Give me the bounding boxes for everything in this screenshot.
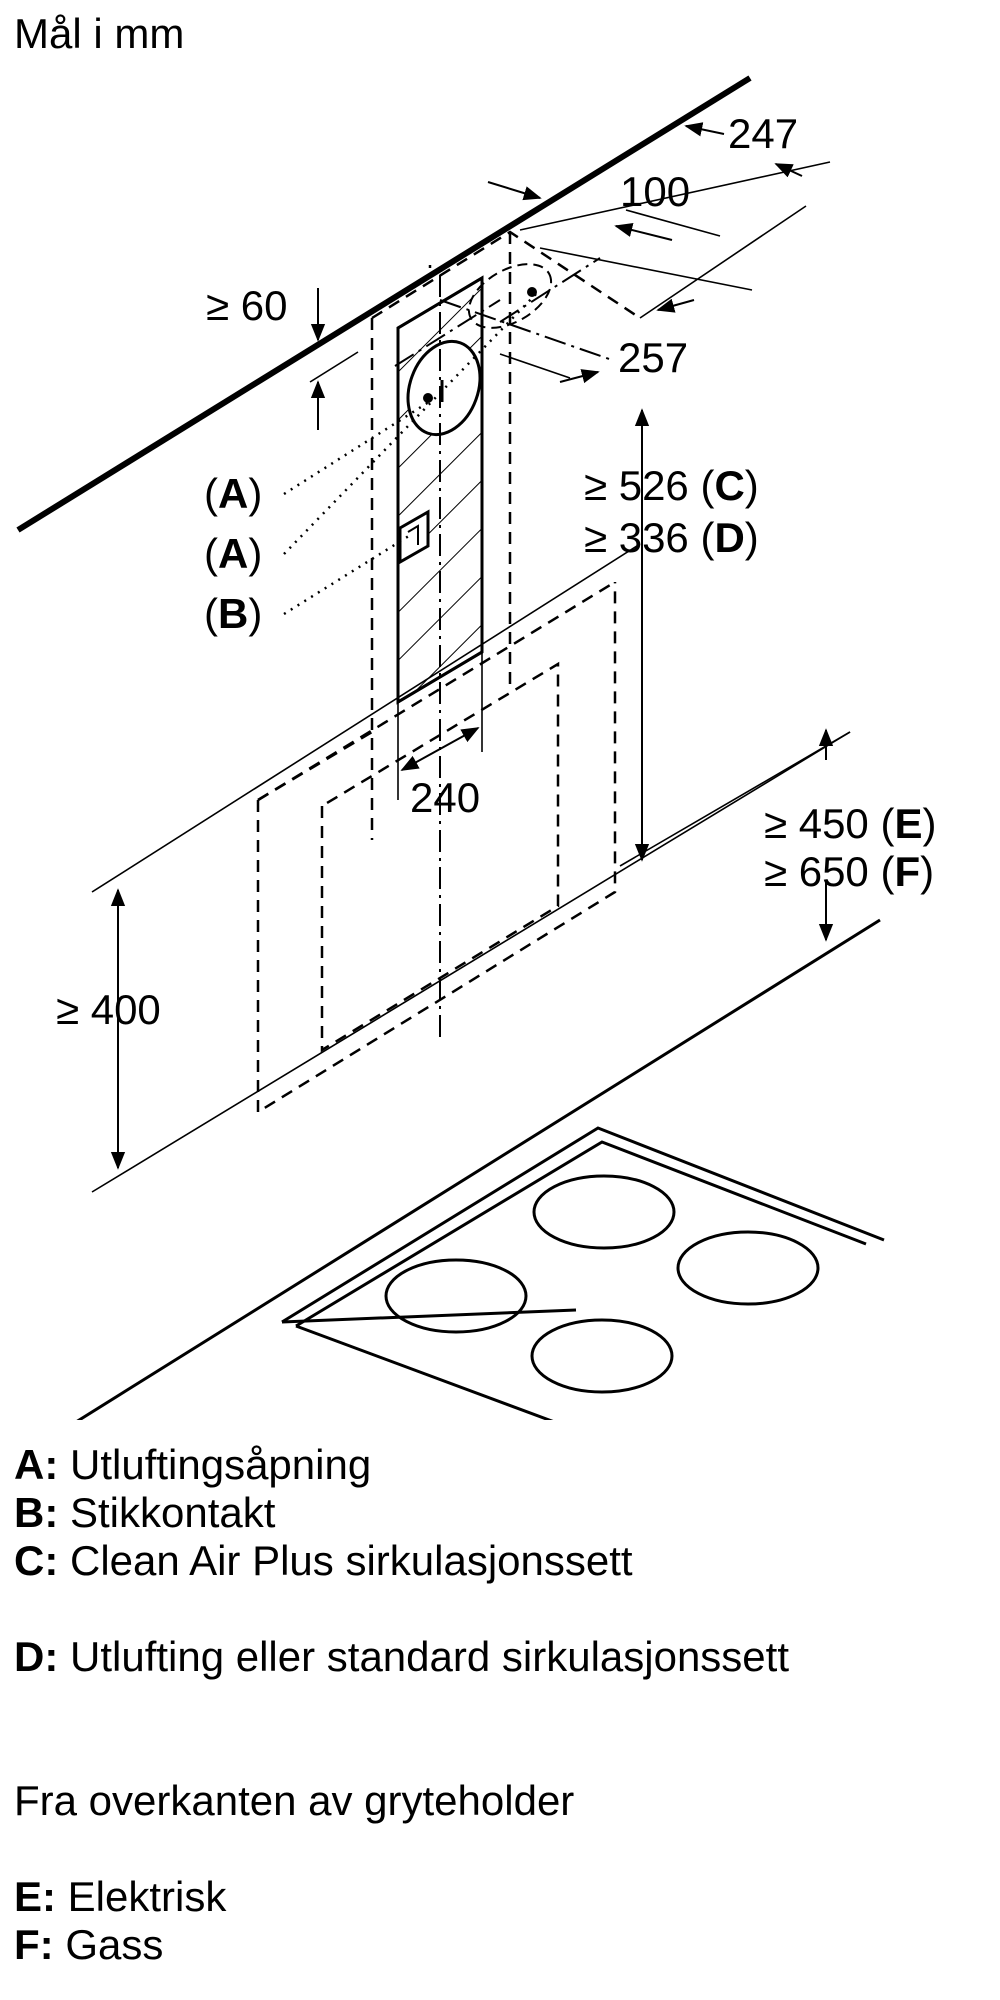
callout-e: E [894,800,922,847]
legend-item-b: B: Stikkontakt [14,1488,275,1538]
legend-key: B: [14,1489,59,1536]
ceiling-line [16,75,752,533]
legend-text: Utlufting eller standard sirkulasjonsset… [70,1633,790,1680]
legend-key: F: [14,1921,54,1968]
dim-336-d: ≥ 336 (D) [584,514,759,561]
extension-lines [91,161,851,1193]
page-title: Mål i mm [14,10,185,57]
callout-a1-label: (A) [204,470,262,517]
burner [676,1230,820,1306]
cooktop [76,918,885,1420]
dim-336: ≥ 336 [584,514,689,561]
callout-b: B [218,590,248,637]
callout-c: C [714,462,744,509]
dim-450: ≥ 450 [764,800,869,847]
burner [384,1258,528,1334]
installation-diagram: 247 100 ≥ 60 257 ≥ 526 (C) ≥ 336 (D) 240… [16,75,936,1420]
leader-lines [283,293,537,616]
legend-item-e: E: Elektrisk [14,1872,226,1922]
callout-a2-label: (A) [204,530,262,577]
legend-key: D: [14,1633,59,1680]
legend-key: A: [14,1441,59,1488]
dim-257: 257 [618,334,688,381]
legend-item-c: C: Clean Air Plus sirkulasjonssett [14,1536,633,1586]
dimension-arrows [110,122,834,1170]
legend-text: Utluftingsåpning [70,1441,372,1488]
legend-text: Stikkontakt [70,1489,276,1536]
legend-item-f: F: Gass [14,1920,163,1970]
dim-650: ≥ 650 [764,848,869,895]
note-text: Fra overkanten av gryteholder [14,1777,575,1824]
legend-text: Elektrisk [67,1873,227,1920]
dim-60: ≥ 60 [206,282,287,329]
dim-247: 247 [728,110,798,157]
burner [530,1318,674,1394]
dim-650-f: ≥ 650 (F) [764,848,934,895]
legend-item-d: D: Utlufting eller standard sirkulasjons… [14,1632,789,1682]
hood-outline [256,580,617,1115]
legend-key: E: [14,1873,56,1920]
dim-526: ≥ 526 [584,462,689,509]
socket [398,509,430,565]
callout-a1: A [218,470,248,517]
chimney-top-outline [370,230,641,840]
callout-d: D [714,514,744,561]
dim-240: 240 [410,774,480,821]
legend-text: Gass [65,1921,164,1968]
dim-400: ≥ 400 [56,986,161,1033]
dim-450-e: ≥ 450 (E) [764,800,936,847]
callout-a2: A [218,530,248,577]
exhaust-center-dot [423,393,433,403]
callout-f: F [894,848,920,895]
legend-item-a: A: Utluftingsåpning [14,1440,371,1490]
dim-100: 100 [620,168,690,215]
burner [532,1174,676,1250]
legend-text: Clean Air Plus sirkulasjonssett [70,1537,633,1584]
exhaust-opening [406,339,482,437]
callout-b-label: (B) [204,590,262,637]
legend-key: C: [14,1537,59,1584]
dim-526-c: ≥ 526 (C) [584,462,759,509]
